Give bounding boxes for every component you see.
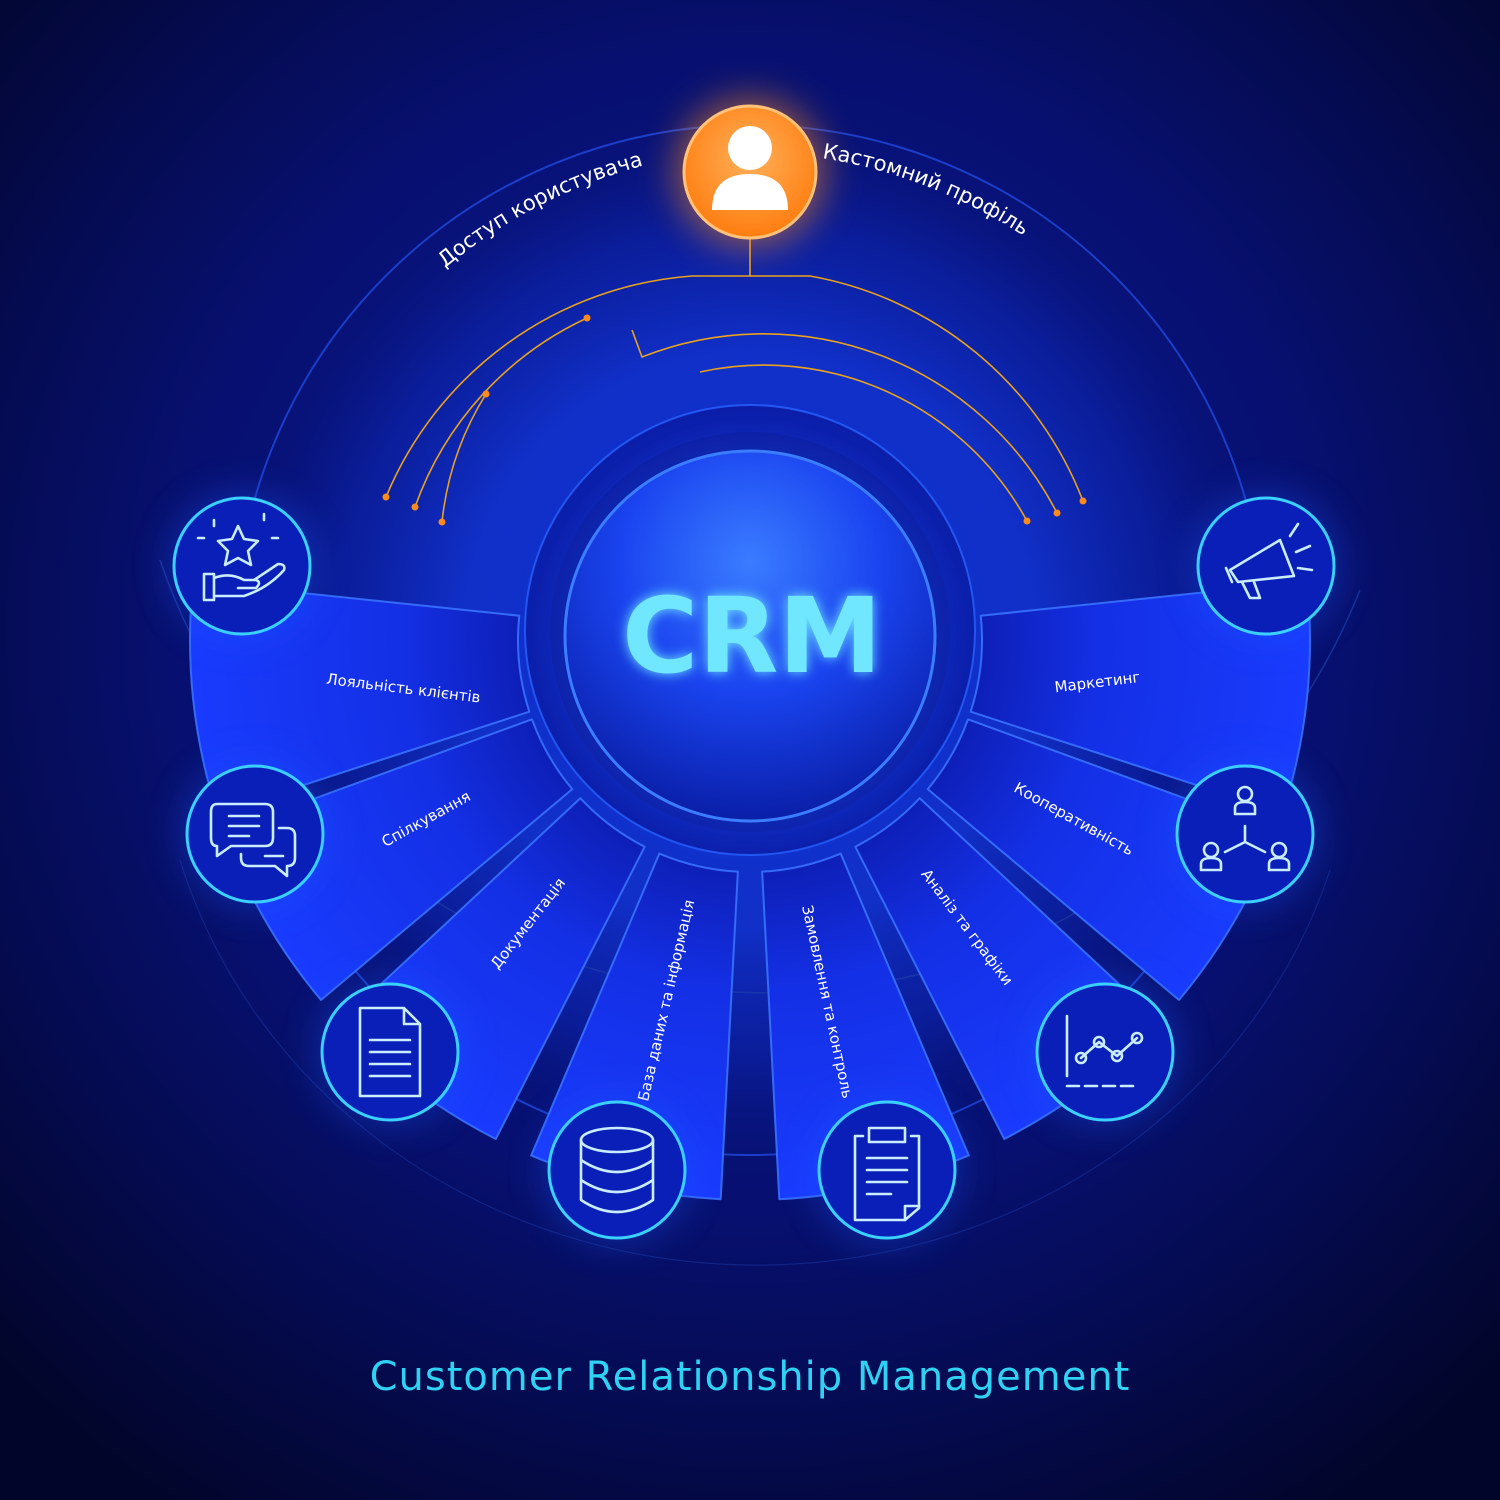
wire-dot: [1079, 497, 1087, 505]
wire: [441, 393, 487, 523]
wire-dot: [411, 503, 419, 511]
module-icon-node[interactable]: [813, 1096, 961, 1244]
wire-dot: [1053, 509, 1061, 517]
connection-wires: [382, 238, 1087, 526]
wire-dot: [482, 390, 490, 398]
wire: [385, 238, 751, 498]
wire: [414, 317, 588, 508]
wire: [699, 364, 1028, 522]
team-icon: [1199, 785, 1291, 872]
outer-flow-arc-2: [179, 859, 1331, 1266]
wire: [750, 275, 1084, 502]
wire-dot: [583, 314, 591, 322]
footer-title: Customer Relationship Management: [370, 1354, 1131, 1400]
wire-dot: [438, 518, 446, 526]
crm-core[interactable]: [563, 449, 937, 823]
megaphone-icon: [1224, 522, 1314, 600]
module-icons: [168, 492, 1340, 1244]
wire: [631, 329, 1058, 514]
wire-dot: [382, 493, 390, 501]
user-icon: [712, 126, 788, 210]
module-icon-node[interactable]: [543, 1096, 691, 1244]
clipboard-icon: [853, 1126, 921, 1222]
wire-dot: [1023, 517, 1031, 525]
user-node[interactable]: [682, 104, 818, 240]
module-icon-node[interactable]: [1031, 978, 1179, 1126]
crm-title: CRM: [622, 575, 882, 697]
module-icon-node[interactable]: [316, 978, 464, 1126]
module-icon-node[interactable]: [168, 492, 316, 640]
loyalty-icon: [196, 512, 286, 602]
document-icon: [358, 1006, 422, 1098]
chat-icon: [209, 802, 297, 878]
module-icon-node[interactable]: [181, 760, 329, 908]
module-icon-node[interactable]: [1171, 760, 1319, 908]
module-segments: Лояльність клієнтівСпілкуванняДокументац…: [189, 580, 1311, 1201]
chart-icon: [1065, 1014, 1144, 1088]
database-icon: [579, 1126, 655, 1214]
module-icon-node[interactable]: [1192, 492, 1340, 640]
